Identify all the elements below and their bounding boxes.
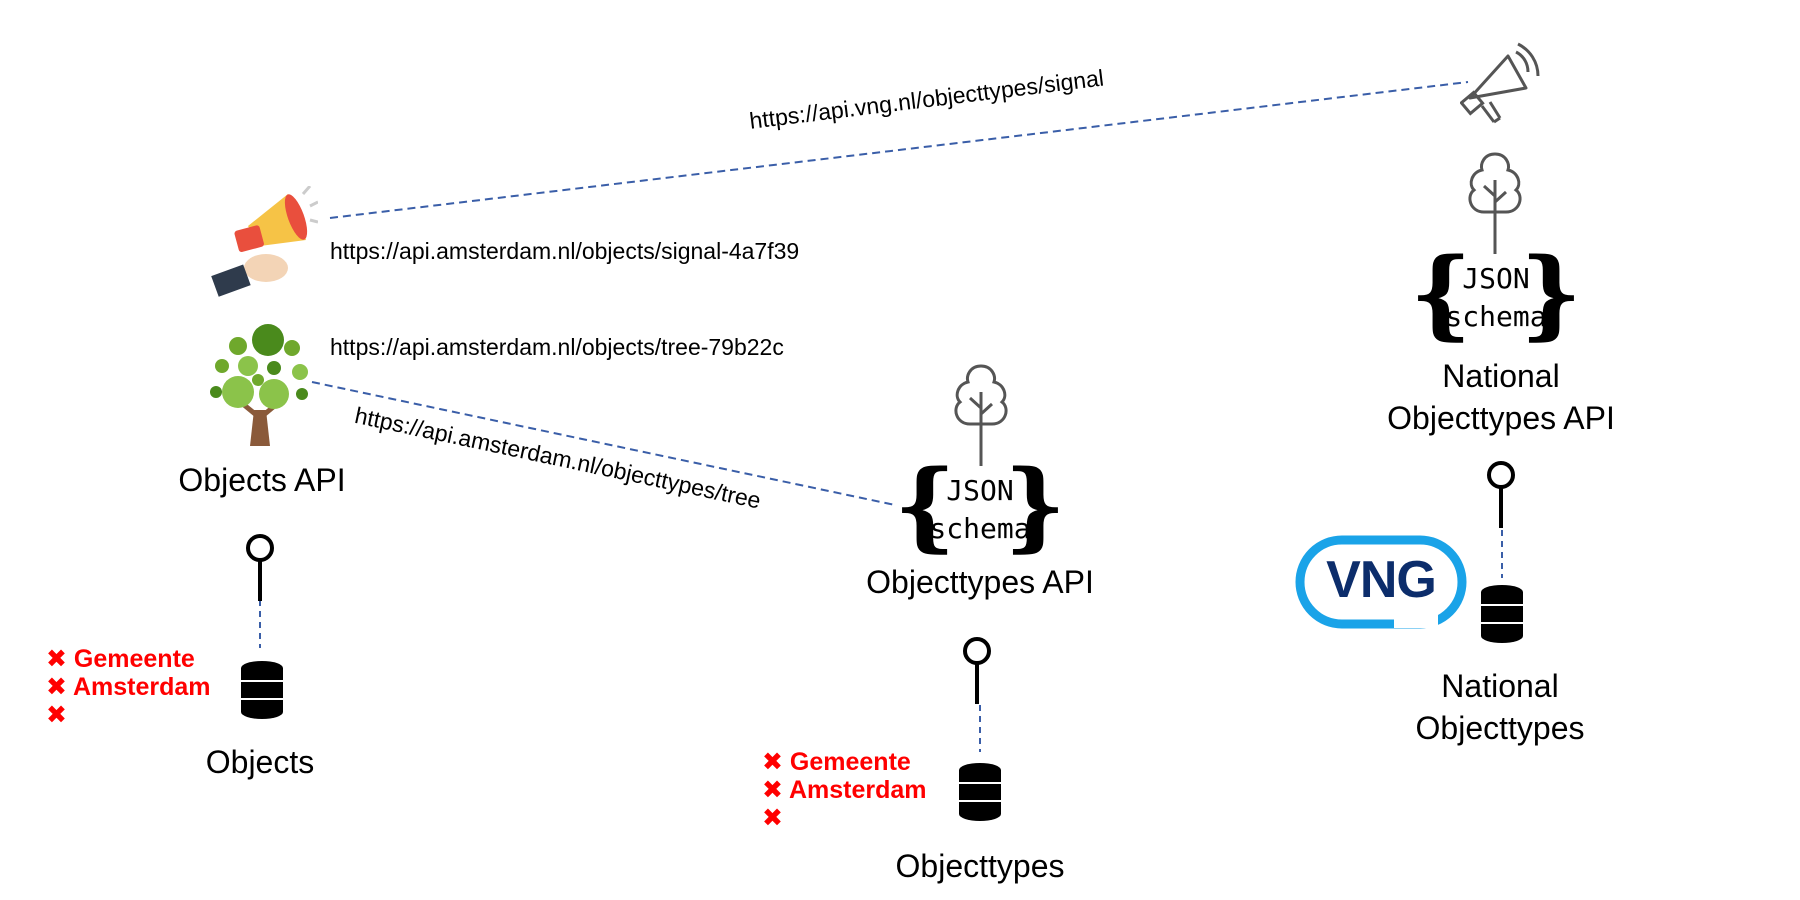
signal-object-url[interactable]: https://api.amsterdam.nl/objects/signal-… [330,238,800,264]
x-mark-icon: ✖ [46,645,67,673]
left-brace: { [1410,237,1472,350]
schema-text: schema [929,511,1031,545]
database-icon [959,763,1001,821]
json-schema-text: JSON schema [1442,260,1550,336]
json-schema-block: { JSON schema } [894,458,1066,564]
lollipop-connector-icon [246,534,274,601]
tree-object-url[interactable]: https://api.amsterdam.nl/objects/tree-79… [330,334,784,360]
gemeente-text: Gemeente [789,748,911,776]
national-api-line2: Objecttypes API [1387,399,1615,436]
national-objecttypes-api-label: National Objecttypes API [1366,356,1636,439]
national-db-line1: National [1441,668,1559,704]
colorful-tree-icon [210,324,308,446]
right-brace: } [1520,237,1582,350]
vng-logo-ring [1295,535,1467,629]
json-text: JSON [1462,262,1530,295]
database-icon [241,661,283,719]
vng-logo: VNG [1294,534,1468,630]
tree-dashed-line [311,381,896,506]
vng-logo-text: VNG [1326,551,1437,609]
megaphone-hand-icon [211,186,318,297]
right-brace: } [1004,449,1066,562]
objects-api-label: Objects API [178,462,346,498]
amsterdam-text: Amsterdam [788,776,927,804]
database-icon [1481,585,1523,643]
json-schema-block: { JSON schema } [1410,246,1582,352]
national-objecttypes-db-label: National Objecttypes [1380,666,1620,749]
gemeente-amsterdam-logo: ✖ Gemeente ✖ Amsterdam ✖ [762,748,927,832]
x-mark-icon: ✖ [762,748,783,776]
json-text: JSON [946,474,1014,507]
gemeente-amsterdam-logo: ✖ Gemeente ✖ Amsterdam ✖ [46,645,211,729]
tree-outline-icon [954,364,1008,466]
signal-dashed-line [329,81,1469,219]
gemeente-text: Gemeente [73,645,195,673]
objecttypes-api-label: Objecttypes API [866,564,1094,600]
x-mark-icon: ✖ [762,776,783,804]
left-brace: { [894,449,956,562]
lollipop-connector-icon [1487,461,1515,528]
amsterdam-text: Amsterdam [72,673,211,701]
national-api-line1: National [1442,358,1560,394]
x-mark-icon: ✖ [46,673,67,701]
objecttypes-db-label: Objecttypes [895,848,1065,884]
tree-outline-icon [1468,152,1522,254]
megaphone-outline-icon [1460,42,1540,124]
lollipop-connector-icon [963,637,991,704]
national-db-line2: Objecttypes [1415,709,1585,746]
x-mark-icon: ✖ [762,804,783,832]
json-schema-text: JSON schema [926,472,1034,548]
x-mark-icon: ✖ [46,701,67,729]
schema-text: schema [1445,299,1547,333]
objects-db-label: Objects [205,744,315,780]
